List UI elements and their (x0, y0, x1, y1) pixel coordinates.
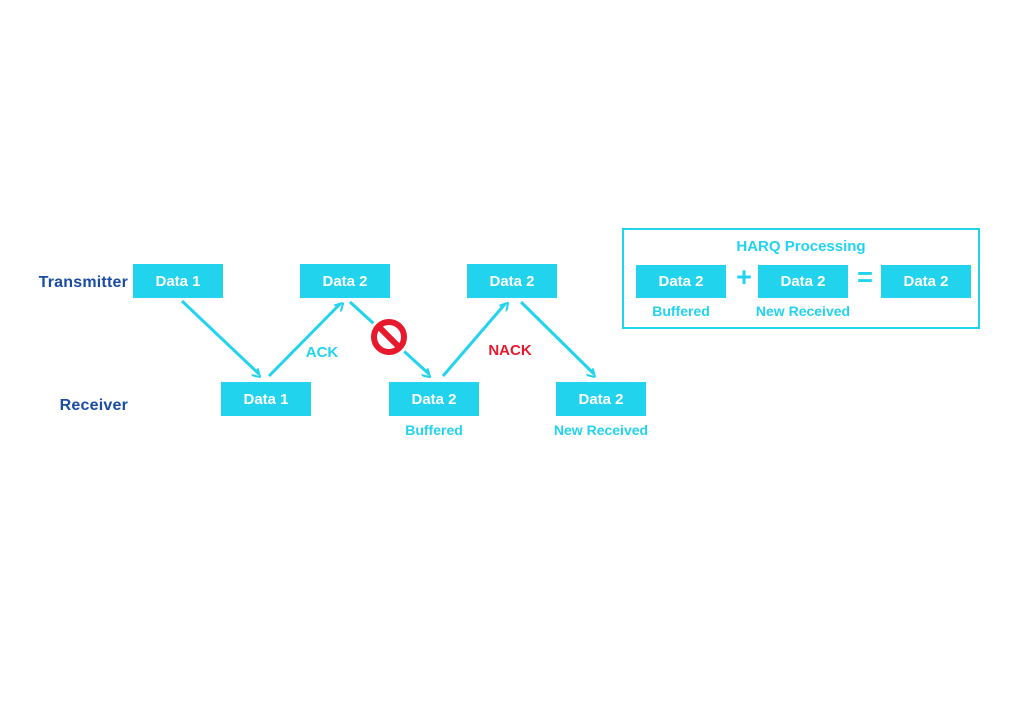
transmitter-box-data2-retransmit: Data 2 (467, 264, 557, 298)
transmitter-box-data2-first: Data 2 (300, 264, 390, 298)
arrow-data1-down (180, 299, 259, 374)
receiver-box-data2-buffered: Data 2 (389, 382, 479, 416)
no-entry-icon (368, 316, 410, 358)
harq-box-buffered: Data 2 (636, 265, 726, 298)
plus-operator: + (736, 262, 752, 292)
transmitter-lane-label: Transmitter (38, 274, 128, 291)
harq-box-new-received: Data 2 (758, 265, 848, 298)
receiver-lane-label: Receiver (59, 397, 128, 414)
harq-processing-panel: HARQ Processing Data 2 + Data 2 = Data 2… (622, 228, 980, 329)
buffered-caption: Buffered (405, 422, 463, 438)
nack-label: NACK (488, 342, 532, 359)
equals-operator: = (857, 262, 873, 292)
arrow-data2-retransmit-down (519, 300, 594, 374)
harq-panel-title: HARQ Processing (736, 238, 866, 255)
receiver-box-data1: Data 1 (221, 382, 311, 416)
harq-buffered-caption: Buffered (652, 303, 710, 319)
new-received-caption: New Received (553, 422, 649, 438)
arrow-data2-down-blocked (348, 300, 429, 374)
receiver-box-data2-new: Data 2 (556, 382, 646, 416)
arrow-ack-up (267, 304, 340, 378)
ack-label: ACK (305, 344, 339, 361)
harq-box-result: Data 2 (881, 265, 971, 298)
harq-new-received-caption: New Received (755, 303, 851, 319)
arrow-nack-up (441, 304, 505, 377)
transmitter-box-data1: Data 1 (133, 264, 223, 298)
